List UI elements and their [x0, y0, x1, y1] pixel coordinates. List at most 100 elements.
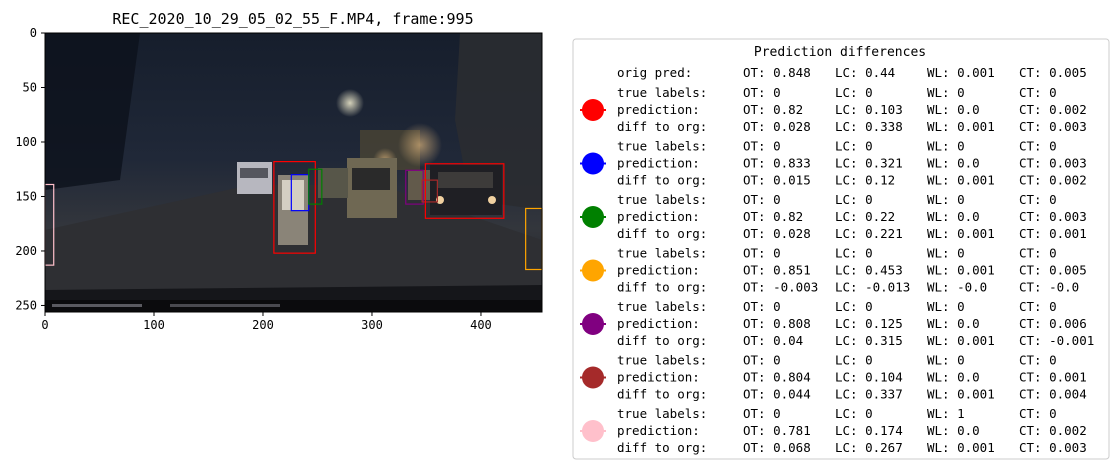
- legend-frame: [572, 38, 1110, 460]
- legend-value: OT: 0: [743, 246, 781, 261]
- legend-row-label: diff to org:: [617, 440, 707, 455]
- legend-orig-cell: CT: 0.005: [1019, 65, 1087, 80]
- legend-value: WL: 1: [927, 406, 965, 421]
- legend-value: CT: 0: [1019, 299, 1057, 314]
- legend-value: OT: 0.028: [743, 119, 811, 134]
- x-tick-label: 100: [143, 318, 165, 332]
- legend-row-label: prediction:: [617, 156, 700, 171]
- legend-value: OT: 0: [743, 192, 781, 207]
- legend-value: OT: 0.82: [743, 102, 803, 117]
- legend-value: OT: 0.015: [743, 173, 811, 188]
- legend-value: OT: 0.068: [743, 440, 811, 455]
- legend-value: CT: 0.001: [1019, 226, 1087, 241]
- legend-value: CT: 0.005: [1019, 263, 1087, 278]
- legend-marker: [582, 420, 604, 442]
- legend-entries: true labels: OT: 0 LC: 0 WL: 0 CT: 0 predicti…: [580, 85, 1094, 455]
- legend-value: OT: -0.003: [743, 280, 818, 295]
- legend-value: LC: 0: [835, 246, 873, 261]
- legend-row-label: diff to org:: [617, 119, 707, 134]
- legend-row-label: diff to org:: [617, 226, 707, 241]
- legend-value: CT: 0: [1019, 246, 1057, 261]
- legend-value: OT: 0.804: [743, 370, 811, 385]
- legend-value: OT: 0.82: [743, 209, 803, 224]
- legend-value: WL: 0.001: [927, 173, 995, 188]
- legend-orig-cell: OT: 0.848: [743, 65, 811, 80]
- legend-marker: [582, 99, 604, 121]
- legend-value: WL: 0.0: [927, 370, 980, 385]
- y-tick-label: 250: [15, 298, 37, 312]
- legend-value: WL: -0.0: [927, 280, 987, 295]
- legend-marker: [582, 366, 604, 389]
- legend-value: OT: 0: [743, 85, 781, 100]
- legend-row-label: prediction:: [617, 316, 700, 331]
- legend-value: OT: 0: [743, 139, 781, 154]
- legend-value: LC: 0: [835, 406, 873, 421]
- chart-title: REC_2020_10_29_05_02_55_F.MP4, frame:995: [112, 10, 473, 28]
- legend-row-label: diff to org:: [617, 333, 707, 348]
- legend-value: WL: 0.001: [927, 333, 995, 348]
- x-tick-label: 300: [361, 318, 383, 332]
- x-tick-label: 400: [470, 318, 492, 332]
- legend-row-label: prediction:: [617, 370, 700, 385]
- legend-row-label: prediction:: [617, 263, 700, 278]
- legend-value: WL: 0: [927, 85, 965, 100]
- legend-value: CT: 0: [1019, 85, 1057, 100]
- legend-value: CT: 0.006: [1019, 316, 1087, 331]
- legend-value: WL: 0.001: [927, 119, 995, 134]
- legend-value: LC: 0: [835, 139, 873, 154]
- bounding-box-4: [405, 169, 424, 205]
- legend-value: LC: 0.338: [835, 119, 903, 134]
- legend-value: OT: 0.781: [743, 423, 811, 438]
- legend-value: LC: 0.104: [835, 370, 903, 385]
- legend: Prediction differences orig pred:OT: 0.8…: [572, 38, 1110, 460]
- legend-value: WL: 0.001: [927, 440, 995, 455]
- legend-marker: [582, 313, 604, 335]
- legend-value: CT: 0.004: [1019, 387, 1087, 402]
- legend-value: WL: 0.0: [927, 209, 980, 224]
- legend-value: CT: 0.002: [1019, 102, 1087, 117]
- legend-orig-cell: LC: 0.44: [835, 65, 895, 80]
- x-tick-label: 0: [41, 318, 48, 332]
- axes-frame: [44, 32, 543, 313]
- legend-value: CT: 0: [1019, 192, 1057, 207]
- legend-value: OT: 0.851: [743, 263, 811, 278]
- legend-row-label: prediction:: [617, 102, 700, 117]
- legend-value: WL: 0: [927, 246, 965, 261]
- legend-value: CT: 0.003: [1019, 440, 1087, 455]
- legend-marker: [582, 259, 604, 282]
- legend-value: OT: 0.044: [743, 387, 811, 402]
- legend-value: CT: 0.003: [1019, 119, 1087, 134]
- legend-value: WL: 0: [927, 139, 965, 154]
- legend-value: LC: 0.221: [835, 226, 903, 241]
- legend-value: WL: 0.0: [927, 156, 980, 171]
- legend-value: CT: -0.001: [1019, 333, 1094, 348]
- legend-value: WL: 0.0: [927, 316, 980, 331]
- legend-value: OT: 0.833: [743, 156, 811, 171]
- legend-value: WL: 0: [927, 192, 965, 207]
- legend-value: LC: 0.174: [835, 423, 903, 438]
- legend-row-label: true labels:: [617, 246, 707, 261]
- legend-value: OT: 0: [743, 406, 781, 421]
- legend-value: WL: 0: [927, 353, 965, 368]
- legend-value: LC: 0.321: [835, 156, 903, 171]
- legend-value: CT: 0.001: [1019, 370, 1087, 385]
- legend-marker: [582, 152, 604, 175]
- legend-row-label: true labels:: [617, 192, 707, 207]
- legend-row-label: true labels:: [617, 299, 707, 314]
- legend-value: LC: 0: [835, 85, 873, 100]
- legend-entry: true labels: OT: 0 LC: 0 WL: 0 CT: 0 predicti…: [580, 246, 1087, 295]
- bounding-box-6: [424, 163, 505, 219]
- bounding-box-5: [421, 179, 438, 203]
- bounding-box-2: [308, 168, 323, 205]
- y-tick-label: 0: [30, 26, 37, 40]
- legend-value: WL: 0.001: [927, 226, 995, 241]
- legend-value: OT: 0.04: [743, 333, 803, 348]
